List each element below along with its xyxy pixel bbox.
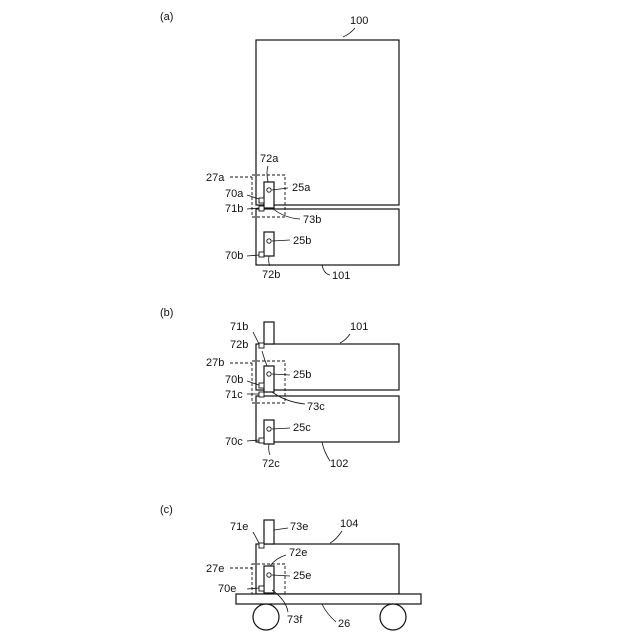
upper-post-c (264, 520, 274, 544)
label-71b-b: 71b (230, 321, 248, 333)
label-70e: 70e (218, 583, 236, 595)
leader-104 (330, 531, 342, 543)
latch-72b-b (264, 366, 274, 392)
block-70e (259, 586, 264, 591)
leader-101a (322, 265, 330, 275)
label-70c: 70c (225, 436, 243, 448)
block-71b-b (259, 343, 264, 348)
label-100: 100 (350, 15, 368, 27)
panel-a: (a) 100 27a 72a 70a 25a 71b 73b 25b 70b … (160, 11, 399, 282)
label-72a: 72a (260, 153, 279, 165)
latch-72a (264, 182, 274, 208)
cart-wheel-right (380, 604, 406, 630)
pin-25a (267, 188, 271, 192)
latch-72b (264, 232, 274, 256)
label-73c: 73c (307, 401, 325, 413)
label-26: 26 (338, 618, 350, 630)
leader-102 (322, 442, 330, 461)
unit-100-box (256, 40, 399, 205)
label-101-b: 101 (350, 321, 368, 333)
latch-72e (264, 566, 274, 593)
label-73f: 73f (287, 614, 303, 626)
label-27a: 27a (206, 172, 225, 184)
leader-73e (274, 528, 288, 530)
label-70b-a: 70b (225, 250, 243, 262)
block-71b (259, 206, 264, 211)
block-70c (259, 438, 264, 443)
leader-71e (253, 532, 259, 543)
leader-101-b (340, 334, 350, 343)
pin-25e (267, 573, 271, 577)
label-25b-b: 25b (293, 369, 311, 381)
label-25c: 25c (293, 422, 311, 434)
panel-a-label: (a) (160, 11, 173, 23)
label-25a: 25a (292, 182, 311, 194)
label-72b-a: 72b (262, 269, 280, 281)
panel-c: (c) 71e 73e 104 72e 27e 25e 70e 73f 26 (160, 504, 421, 630)
label-25e: 25e (293, 570, 311, 582)
block-71e (259, 543, 264, 548)
label-72b-b: 72b (230, 339, 248, 351)
label-104: 104 (340, 518, 358, 530)
label-71e: 71e (230, 521, 248, 533)
pin-25b (267, 239, 271, 243)
panel-b: (b) 71b 101 72b 27b 25b 70b 71c 73c 2 (160, 307, 399, 470)
block-70b (259, 252, 264, 257)
latch-72c (264, 420, 274, 444)
label-71c: 71c (225, 389, 243, 401)
panel-c-label: (c) (160, 504, 173, 516)
label-73b: 73b (303, 214, 321, 226)
cart-wheel-left (253, 604, 279, 630)
block-70a (259, 198, 264, 203)
label-101-a: 101 (332, 270, 350, 282)
leader-72c (269, 444, 270, 455)
label-102: 102 (330, 458, 348, 470)
leader-26 (322, 604, 336, 622)
label-72e: 72e (289, 547, 307, 559)
block-71c (259, 392, 264, 397)
label-27e: 27e (206, 563, 224, 575)
pin-25b-b (267, 372, 271, 376)
leader-71b-b (253, 332, 259, 344)
block-70b-b (259, 383, 264, 388)
upper-post-b (264, 322, 274, 344)
leader-100 (343, 28, 355, 37)
pin-25c (267, 427, 271, 431)
label-72c: 72c (262, 458, 280, 470)
label-25b-a: 25b (293, 235, 311, 247)
label-70b-b: 70b (225, 374, 243, 386)
label-27b: 27b (206, 357, 224, 369)
cart-platform-26 (236, 594, 421, 604)
unit-104-box (256, 544, 399, 594)
label-71b-a: 71b (225, 203, 243, 215)
label-73e: 73e (290, 521, 308, 533)
label-70a: 70a (225, 188, 244, 200)
panel-b-label: (b) (160, 307, 173, 319)
unit-101-box-b (256, 344, 399, 390)
